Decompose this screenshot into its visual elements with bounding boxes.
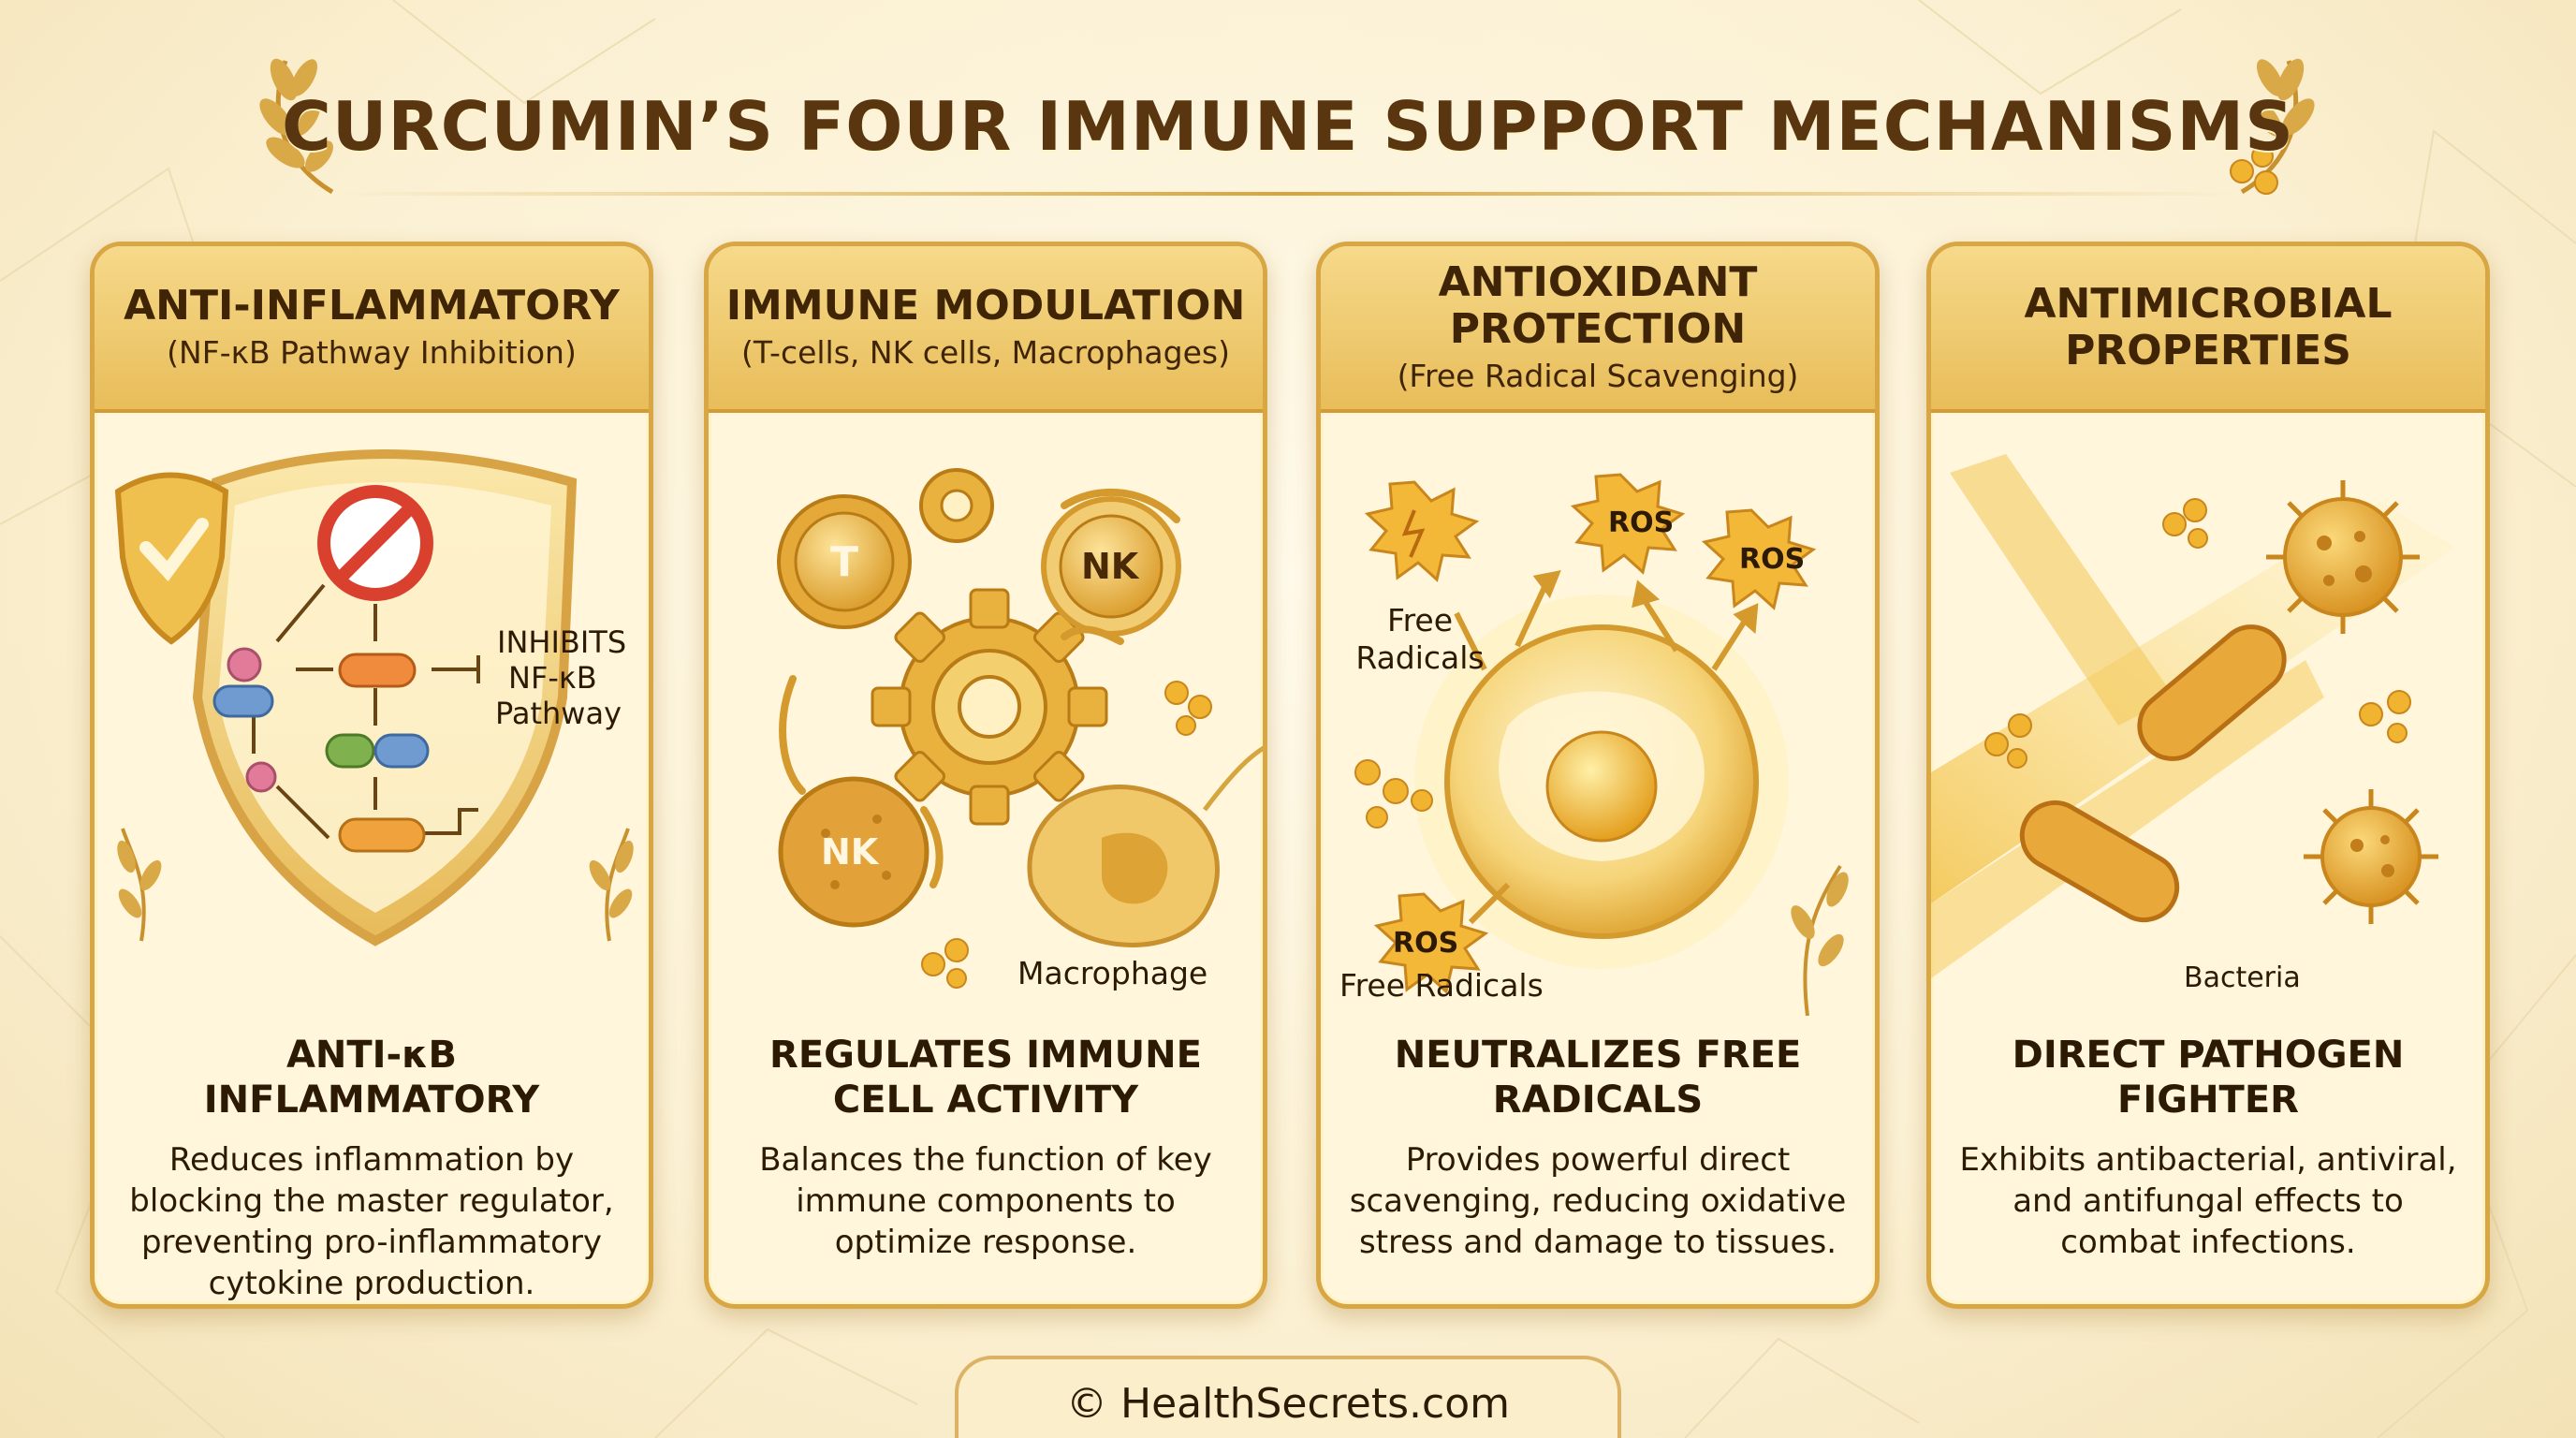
card-footer: DIRECT PATHOGEN FIGHTER Exhibits antibac… — [1931, 1033, 2485, 1304]
laurel-sprig-icon — [117, 828, 634, 942]
nucleus-icon — [1545, 730, 1658, 843]
antimicrobial-illustration — [1931, 454, 2455, 978]
card-subtitle: DIRECT PATHOGEN FIGHTER — [2012, 1034, 2405, 1122]
nf-kb-pathway-illustration — [114, 449, 634, 946]
card-subheading: (Free Radical Scavenging) — [1397, 358, 1799, 394]
card-heading: ANTI-INFLAMMATORY — [124, 282, 620, 330]
card-illustration: ROS ROS ROS Free Radicals Free Radicals — [1321, 417, 1875, 1017]
card-antimicrobial: ANTIMICROBIAL PROPERTIES — [1926, 242, 2490, 1309]
card-antioxidant: ANTIOXIDANT PROTECTION (Free Radical Sca… — [1316, 242, 1880, 1309]
inhibits-label: INHIBITS — [497, 624, 627, 660]
card-header: ANTIOXIDANT PROTECTION (Free Radical Sca… — [1321, 246, 1875, 413]
card-subtitle: REGULATES IMMUNE CELL ACTIVITY — [769, 1034, 1202, 1122]
title-bar: CURCUMIN’S FOUR IMMUNE SUPPORT MECHANISM… — [0, 66, 2576, 187]
ros-label: ROS — [1608, 506, 1675, 539]
virus-icon — [2266, 480, 2420, 634]
check-shield-icon — [114, 472, 229, 645]
card-subtitle: ANTI-κB INFLAMMATORY — [203, 1034, 540, 1122]
footer-text: © HealthSecrets.com — [1066, 1380, 1510, 1428]
t-cell-label: T — [830, 538, 859, 586]
card-description: Provides powerful direct scavenging, red… — [1349, 1141, 1847, 1261]
card-subheading: (T-cells, NK cells, Macrophages) — [741, 334, 1230, 371]
card-footer: REGULATES IMMUNE CELL ACTIVITY Balances … — [709, 1033, 1263, 1304]
card-description: Balances the function of key immune comp… — [759, 1141, 1212, 1261]
free-radicals-label-bottom: Free Radicals — [1339, 967, 1544, 1004]
stop-icon — [317, 485, 433, 601]
card-illustration: Bacteria — [1931, 417, 2485, 1016]
laurel-left-icon — [259, 58, 334, 195]
molecule-icon — [1984, 498, 2411, 769]
laurel-sprig-icon — [1791, 864, 1849, 1017]
nk-cell-icon — [1041, 496, 1181, 637]
card-illustration: T NK NK Macrophage — [709, 417, 1263, 1016]
card-anti-inflammatory: ANTI-INFLAMMATORY (NF-κB Pathway Inhibit… — [90, 242, 653, 1309]
card-subtitle: NEUTRALIZES FREE RADICALS — [1394, 1034, 1802, 1122]
gear-icon — [871, 588, 1108, 826]
immune-cells-illustration — [777, 468, 1263, 989]
card-heading: IMMUNE MODULATION — [725, 282, 1246, 330]
page-title: CURCUMIN’S FOUR IMMUNE SUPPORT MECHANISM… — [282, 87, 2294, 166]
macrophage-label: Macrophage — [1017, 955, 1208, 991]
t-cell-gear-icon — [777, 494, 912, 629]
laurel-right-icon — [2230, 58, 2315, 195]
molecule-icon — [1354, 759, 1433, 829]
card-header: IMMUNE MODULATION (T-cells, NK cells, Ma… — [709, 246, 1263, 413]
free-radicals-label: Free Radicals — [1355, 602, 1485, 676]
small-gear-icon — [919, 468, 994, 543]
nk-cell-icon — [778, 776, 929, 928]
card-subheading: (NF-κB Pathway Inhibition) — [167, 334, 577, 371]
virus-icon — [2304, 789, 2438, 924]
ros-label: ROS — [1393, 927, 1459, 960]
card-heading: ANTIMICROBIAL PROPERTIES — [2024, 280, 2393, 374]
ros-burst-icon — [1570, 473, 1686, 575]
antioxidant-illustration — [1354, 473, 1849, 1017]
nk-cell-label-top: NK — [1081, 546, 1139, 587]
card-illustration: INHIBITS NF-κB Pathway — [95, 417, 649, 1016]
ros-burst-icon — [1701, 508, 1817, 610]
molecule-icon — [921, 681, 1212, 989]
card-description: Reduces inflammation by blocking the mas… — [129, 1141, 614, 1302]
bacteria-label: Bacteria — [2184, 961, 2301, 994]
pathway-label: Pathway — [495, 696, 622, 731]
bacteria-icon — [2019, 624, 2287, 922]
card-header: ANTIMICROBIAL PROPERTIES — [1931, 246, 2485, 413]
title-divider — [337, 192, 2237, 196]
card-description: Exhibits antibacterial, antiviral, and a… — [1959, 1141, 2457, 1261]
ros-burst-icon — [1373, 892, 1489, 994]
card-footer: ANTI-κB INFLAMMATORY Reduces inflammatio… — [95, 1033, 649, 1304]
card-footer: NEUTRALIZES FREE RADICALS Provides power… — [1321, 1033, 1875, 1304]
card-immune-modulation: IMMUNE MODULATION (T-cells, NK cells, Ma… — [704, 242, 1267, 1309]
nf-kb-label: NF-κB — [508, 660, 597, 696]
ros-label: ROS — [1739, 543, 1806, 576]
card-heading: ANTIOXIDANT PROTECTION — [1438, 258, 1758, 353]
footer-credit: © HealthSecrets.com — [955, 1356, 1621, 1438]
card-header: ANTI-INFLAMMATORY (NF-κB Pathway Inhibit… — [95, 246, 649, 413]
nk-cell-label-bottom: NK — [821, 831, 879, 873]
macrophage-icon — [1027, 745, 1263, 947]
